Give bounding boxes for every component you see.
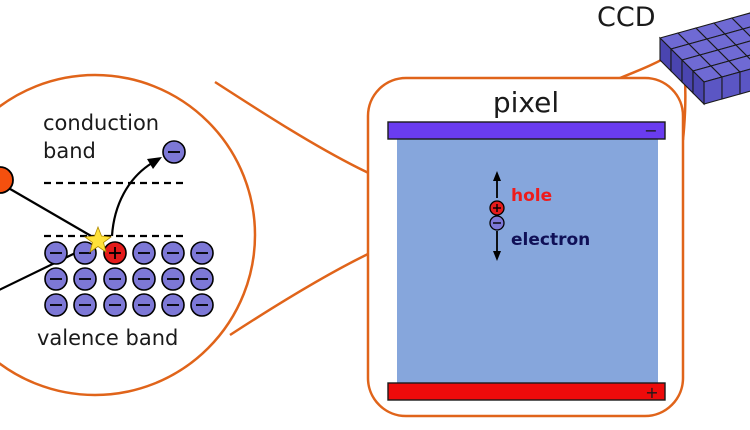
valence-electron [103, 293, 127, 317]
valence-electron [44, 293, 68, 317]
pixel-label: pixel [493, 86, 559, 119]
excitation-arrow [110, 162, 153, 237]
valence-electron [132, 241, 156, 265]
ccd-cell [734, 40, 750, 57]
valence-electron [161, 241, 185, 265]
photon-source [0, 166, 14, 194]
svg-text:conduction: conduction [43, 111, 159, 135]
valence-electron [73, 241, 97, 265]
absorption-star [83, 225, 113, 253]
pixel-body [397, 139, 658, 384]
valence-electron [44, 267, 68, 291]
electron-drift-arrowhead [493, 251, 501, 261]
zoom-circle [0, 73, 257, 397]
ccd-cell [723, 28, 750, 46]
electron-label: electron [511, 230, 590, 250]
ccd-chip [658, 12, 750, 106]
ccd-cell [730, 12, 750, 30]
svg-text:band: band [43, 139, 96, 163]
valence-electron [44, 241, 68, 265]
valence-electron-grid [44, 241, 214, 317]
excitation-arrowhead [147, 157, 162, 169]
photon-path-1 [4, 185, 99, 241]
valence-electron [73, 267, 97, 291]
valence-band-label: valence band [37, 326, 178, 350]
ccd-cell-side [703, 76, 723, 105]
ccd-label: CCD [597, 2, 656, 33]
valence-electron [161, 293, 185, 317]
top-electrode [387, 121, 666, 140]
hole-label: hole [511, 186, 552, 206]
ccd-cell [741, 26, 750, 37]
valence-electron [103, 267, 127, 291]
ccd-cell-side [721, 71, 741, 100]
valence-electron [132, 267, 156, 291]
valence-electron [161, 267, 185, 291]
ccd-cell [727, 55, 750, 73]
top-electrode-minus: − [644, 121, 657, 140]
ccd-cell [745, 54, 750, 60]
valence-electron [190, 293, 214, 317]
ccd-cell-side [692, 69, 705, 106]
valence-electron [73, 293, 97, 317]
valence-electron [190, 241, 214, 265]
hole-drift-arrowhead [493, 171, 501, 181]
bottom-electrode-plus: + [645, 383, 658, 402]
bottom-electrode [387, 382, 666, 401]
valence-electron [190, 267, 214, 291]
conduction-band-label: conduction band [43, 111, 159, 163]
ccd-cell-side [739, 68, 750, 95]
valence-electron [132, 293, 156, 317]
